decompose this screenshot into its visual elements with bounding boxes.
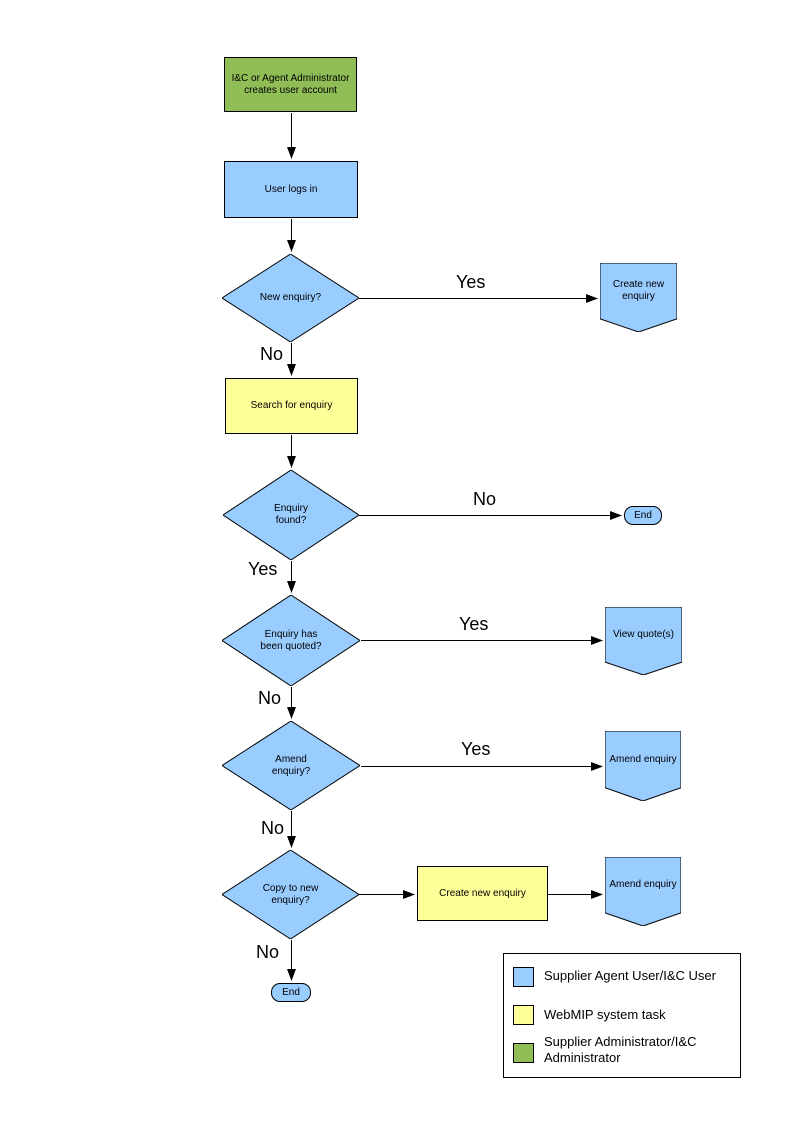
decision-enquiry-quoted: Enquiry has been quoted? xyxy=(222,595,360,686)
diamond-shape xyxy=(222,850,359,939)
decision-new-enquiry: New enquiry? xyxy=(222,254,359,342)
edge-label-enquiry-found-yes: Yes xyxy=(248,559,278,579)
legend-swatch-supplier-administrator xyxy=(513,1043,534,1063)
offpage-create-new-enquiry: Create new enquiry xyxy=(600,263,677,332)
edge-label-enquiry-quoted-yes: Yes xyxy=(459,614,489,634)
edge-label-new-enquiry-yes: Yes xyxy=(456,272,486,292)
decision-enquiry-found: Enquiry found? xyxy=(223,470,359,560)
offpage-amend-enquiry-1-label: Amend enquiry xyxy=(609,753,677,765)
offpage-shape xyxy=(605,607,682,675)
process-user-logs-in: User logs in xyxy=(224,161,358,218)
diamond-shape xyxy=(222,254,359,342)
terminator-end-right: End xyxy=(624,506,662,525)
terminator-end-right-label: End xyxy=(634,509,652,521)
legend-label-webmip-system-task: WebMIP system task xyxy=(544,1007,666,1022)
decision-copy-to-new-enquiry: Copy to new enquiry? xyxy=(222,850,359,939)
diamond-shape xyxy=(222,721,360,810)
process-create-new-enquiry: Create new enquiry xyxy=(417,866,548,921)
edge-label-copy-to-new-no: No xyxy=(256,942,280,962)
edge-label-enquiry-quoted-no: No xyxy=(258,688,282,708)
process-create-account: I&C or Agent Administrator creates user … xyxy=(224,57,357,112)
process-search-for-enquiry-label: Search for enquiry xyxy=(250,400,333,411)
decision-enquiry-quoted-label: Enquiry has been quoted? xyxy=(260,628,322,652)
process-create-new-enquiry-label: Create new enquiry xyxy=(439,887,526,899)
legend-label-supplier-agent-user: Supplier Agent User/I&C User xyxy=(544,968,716,983)
offpage-amend-enquiry-1: Amend enquiry xyxy=(605,731,681,801)
terminator-end-bottom: End xyxy=(271,983,311,1002)
offpage-view-quotes: View quote(s) xyxy=(605,607,682,675)
offpage-shape xyxy=(600,263,677,332)
decision-enquiry-found-label: Enquiry found? xyxy=(274,503,308,526)
offpage-amend-enquiry-2-label: Amend enquiry xyxy=(609,879,677,890)
edge-label-amend-enquiry-yes: Yes xyxy=(461,739,491,759)
process-create-account-label: I&C or Agent Administrator creates user … xyxy=(231,72,350,96)
edge-label-enquiry-found-no: No xyxy=(473,489,497,509)
decision-copy-to-new-enquiry-label: Copy to new enquiry? xyxy=(262,882,319,906)
decision-amend-enquiry: Amend enquiry? xyxy=(222,721,360,810)
legend-swatch-webmip-system-task xyxy=(513,1005,534,1025)
offpage-shape xyxy=(605,857,681,926)
legend-swatch-supplier-agent-user xyxy=(513,967,534,987)
diamond-shape xyxy=(222,595,360,686)
diamond-shape xyxy=(223,470,359,560)
offpage-create-new-enquiry-label: Create new enquiry xyxy=(612,279,665,302)
edge-label-amend-enquiry-no: No xyxy=(261,818,285,838)
offpage-shape xyxy=(605,731,681,801)
offpage-view-quotes-label: View quote(s) xyxy=(613,628,674,640)
decision-new-enquiry-label: New enquiry? xyxy=(259,292,322,303)
legend-label-supplier-administrator: Supplier Administrator/I&C Administrator xyxy=(544,1034,697,1065)
legend: Supplier Agent User/I&C User WebMIP syst… xyxy=(503,953,741,1078)
terminator-end-bottom-label: End xyxy=(282,986,300,998)
process-search-for-enquiry: Search for enquiry xyxy=(225,378,358,434)
decision-amend-enquiry-label: Amend enquiry? xyxy=(271,753,311,777)
offpage-amend-enquiry-2: Amend enquiry xyxy=(605,857,681,926)
edge-label-new-enquiry-no: No xyxy=(260,344,284,364)
process-user-logs-in-label: User logs in xyxy=(264,183,318,195)
